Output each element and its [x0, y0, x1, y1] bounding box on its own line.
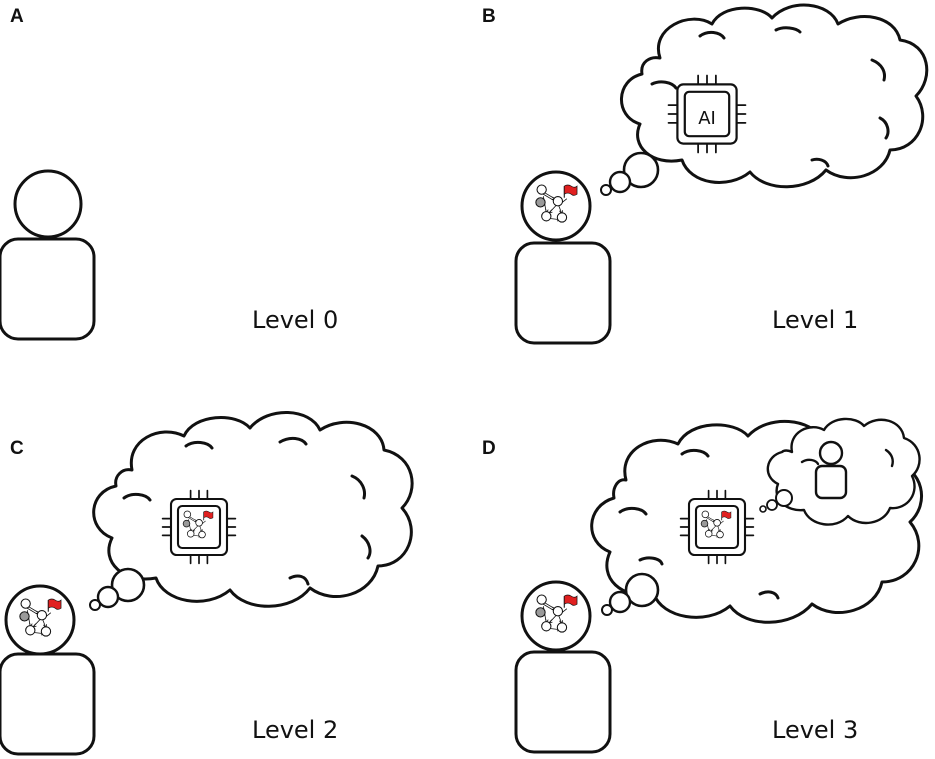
panel-a-letter: A: [10, 6, 24, 27]
person-icon: [514, 170, 612, 345]
panel-a-level-label: Level 0: [252, 306, 338, 334]
person-icon: [0, 584, 96, 756]
panel-b-level-label: Level 1: [772, 306, 858, 334]
person-icon: [514, 580, 612, 754]
person-icon: [0, 169, 96, 341]
person-icon: [814, 440, 848, 500]
thought-cloud-icon: [600, 3, 929, 196]
panel-d-letter: D: [482, 438, 496, 459]
panel-b-letter: B: [482, 6, 496, 27]
ai-chip-icon: [679, 489, 755, 565]
panel-c-level-label: Level 2: [252, 716, 338, 744]
panel-d-level-label: Level 3: [772, 716, 858, 744]
ai-chip-icon: [161, 489, 237, 565]
ai-chip-text: AI: [698, 108, 716, 129]
panel-c-letter: C: [10, 438, 24, 459]
thought-cloud-icon: [89, 411, 414, 611]
